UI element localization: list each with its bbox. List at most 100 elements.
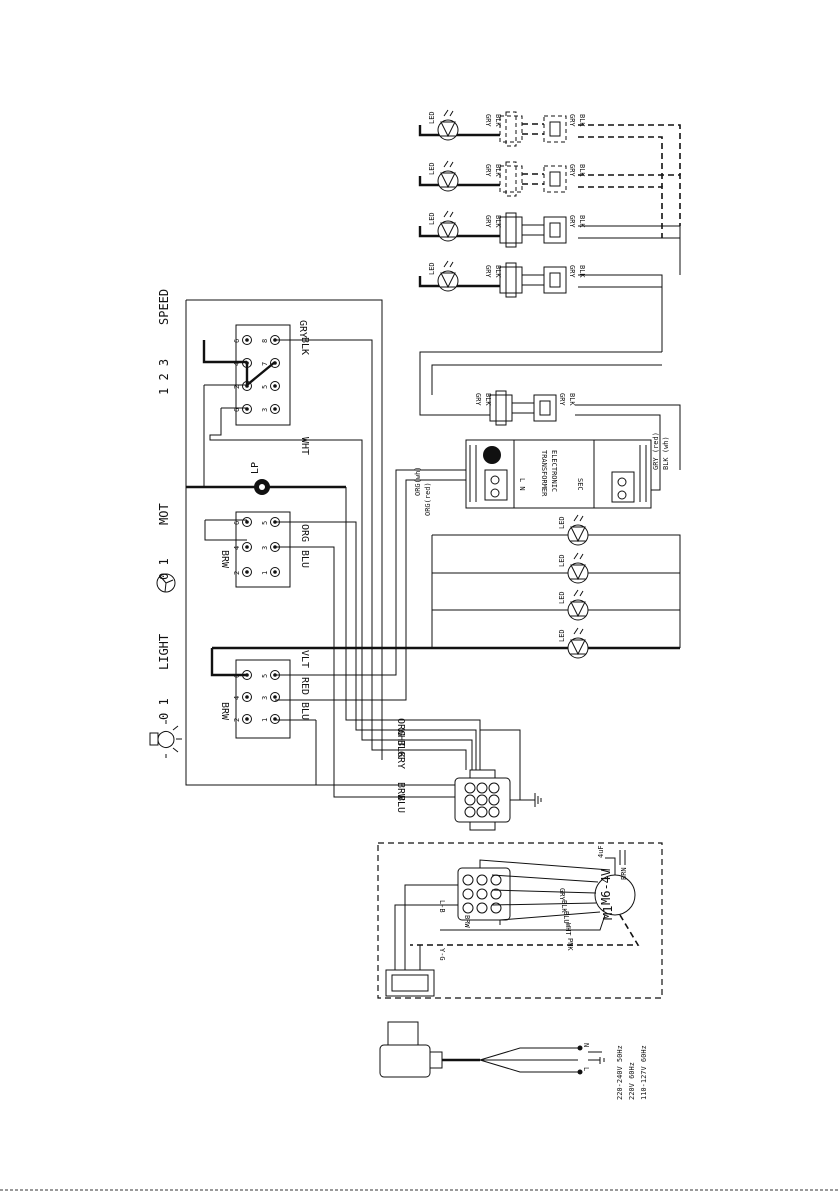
wire-label-brw-motor: BRW — [219, 550, 230, 569]
connector-wire-label: GRY — [568, 114, 576, 127]
speed-terminal-label: 4 — [233, 362, 241, 366]
transformer-pri: L N — [518, 478, 526, 491]
motor-connector-pin — [490, 888, 502, 900]
motor-connector-pin — [490, 874, 502, 886]
wire-label-bus: WHT — [395, 729, 406, 747]
wire-label-vlt: VLT — [299, 650, 310, 668]
connector-wire-label: BLK — [568, 393, 576, 406]
speed-terminal-label: 6 — [233, 408, 241, 412]
motor-terminal — [242, 567, 252, 577]
led-lamp — [567, 552, 589, 584]
led-label: LED — [428, 262, 436, 275]
connector-wire-label: BLK — [484, 393, 492, 406]
motor-wire-label: GRY — [558, 888, 566, 901]
connector-wire-label: GRY — [484, 215, 492, 228]
motor-lb-label: L-B — [438, 900, 446, 913]
wire-label-red: RED — [299, 677, 310, 695]
power-plug — [379, 1021, 605, 1078]
light-bulb-icon — [149, 720, 182, 758]
led-lamp — [437, 160, 459, 192]
motor-yg-label: Y-G — [438, 948, 446, 961]
motor-connector-pin — [476, 874, 488, 886]
light-terminal — [242, 692, 252, 702]
led-lamp — [567, 627, 589, 659]
motor-brn-label: BRN — [620, 867, 628, 880]
light-terminal-label: 1 — [261, 718, 269, 722]
connector-pin — [464, 782, 476, 794]
two-pin-connector — [489, 390, 557, 426]
speed-positions: 1 2 3 — [157, 359, 171, 395]
supply-l: L — [582, 1067, 590, 1071]
connector-pin — [476, 794, 488, 806]
speed-terminal-label: 8 — [261, 339, 269, 343]
connector-wire-label: BLK — [494, 215, 502, 228]
motor-wire-label: WHT — [564, 923, 572, 936]
lamp-label: LP — [250, 462, 261, 474]
supply-rating-2: 220V 60Hz — [628, 1062, 636, 1100]
connector-wire-label: GRY — [474, 393, 482, 406]
connector-wire-label: BLK — [578, 114, 586, 127]
motor-connector-pin — [462, 902, 474, 914]
connector-wire-label: BLK — [494, 114, 502, 127]
led-lamp — [437, 210, 459, 242]
connector-wire-label: BLK — [578, 265, 586, 278]
motor-name: M1 — [601, 906, 615, 920]
transformer-blk-wh: BLK (wh) — [662, 436, 670, 470]
wire-label-bus: BLK — [395, 740, 406, 758]
two-pin-connector — [499, 161, 567, 197]
speed-terminal — [270, 381, 280, 391]
light-terminal — [242, 714, 252, 724]
led-label: LED — [428, 212, 436, 225]
motor-wire-label: BLK — [560, 900, 568, 913]
wire-label-gry: GRY — [297, 320, 308, 338]
supply-rating-1: 220-240V 50Hz — [616, 1045, 624, 1100]
transformer-gry-red: GRY (red) — [652, 432, 660, 470]
motor-terminal — [242, 517, 252, 527]
connector-pin — [476, 806, 488, 818]
connector-pin — [464, 794, 476, 806]
led-label: LED — [558, 554, 566, 567]
connector-wire-label: GRY — [484, 114, 492, 127]
motor-terminal-label: 6 — [233, 521, 241, 525]
connector-wire-label: GRY — [484, 265, 492, 278]
speed-terminal — [242, 335, 252, 345]
transformer-title-2: TRANSFORMER — [540, 450, 548, 497]
connector-wire-label: GRY — [568, 215, 576, 228]
indicator-lamp — [254, 479, 270, 495]
connector-wire-label: GRY — [568, 164, 576, 177]
motor-terminal-label: 5 — [261, 521, 269, 525]
two-pin-connector — [499, 111, 567, 147]
led-lamp — [567, 589, 589, 621]
connector-wire-label: BLK — [494, 164, 502, 177]
wire-label-blu-bottom: BLU — [395, 795, 406, 813]
led-label: LED — [558, 629, 566, 642]
wire-label-brw-bottom: BRW — [395, 782, 406, 801]
motor-connector-pin — [476, 902, 488, 914]
motor-capacitor-label: 4uF — [597, 845, 605, 858]
led-lamp — [567, 514, 589, 546]
light-terminal-label: 5 — [261, 674, 269, 678]
light-terminal — [270, 692, 280, 702]
led-lamp — [437, 260, 459, 292]
motor-terminal-label: 4 — [233, 546, 241, 550]
motor-connector-pin — [490, 902, 502, 914]
motor-connector-pin — [462, 874, 474, 886]
led-label: LED — [428, 111, 436, 124]
connector-wire-label: BLK — [578, 215, 586, 228]
speed-terminal-label: 3 — [261, 408, 269, 412]
speed-terminal — [270, 404, 280, 414]
motor-section — [377, 842, 663, 999]
speed-terminal-label: 5 — [261, 385, 269, 389]
motor-model: M6-4V — [599, 869, 613, 905]
wire-label-org: ORG — [299, 524, 310, 542]
connector-wire-label: GRY — [568, 265, 576, 278]
motor-brw-label: BRW — [463, 915, 471, 928]
speed-title: SPEED — [157, 289, 171, 325]
wire-label-brw-light: BRW — [219, 702, 230, 721]
motor-wire-label: BLU — [562, 911, 570, 924]
led-lamp — [437, 109, 459, 141]
light-terminal — [270, 714, 280, 724]
connector-pin — [464, 806, 476, 818]
speed-terminal-label: 2 — [233, 385, 241, 389]
